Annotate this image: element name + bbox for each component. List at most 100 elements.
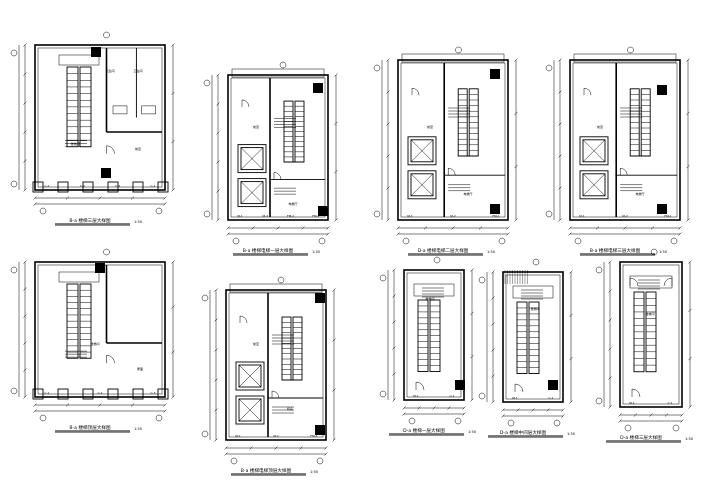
plan-scale: 1:50 <box>312 250 321 254</box>
elevator-shaft <box>579 170 609 200</box>
dim-tick <box>491 270 495 274</box>
grid-bubble <box>39 207 47 215</box>
elevator-shaft <box>407 170 437 200</box>
dim-tick <box>23 72 27 76</box>
elevator-cross <box>582 139 606 162</box>
dim-tick <box>618 413 622 417</box>
dim-tick <box>501 414 505 418</box>
dim-tick <box>163 409 167 413</box>
dim-tick <box>686 111 690 116</box>
room-label: 楼梯间 <box>70 141 79 146</box>
grid-bubble <box>545 64 553 72</box>
column <box>313 83 323 93</box>
plan-title: D-a 楼梯中间层大样图 <box>500 429 547 436</box>
elevator-car <box>410 139 434 163</box>
dim-tick <box>171 139 175 144</box>
dim-tick <box>608 405 612 409</box>
dim-tick <box>558 122 562 126</box>
door-swing <box>271 390 280 399</box>
dim-tick <box>214 438 218 442</box>
dim-tick <box>33 196 37 200</box>
grid-bubble <box>455 46 462 54</box>
opening-tag: C-2 <box>97 391 102 395</box>
opening-tag: M-1 <box>413 394 419 398</box>
dim-tick <box>447 406 451 410</box>
window-pier <box>57 388 69 400</box>
dim-tick <box>23 188 27 192</box>
window-pier <box>32 388 44 400</box>
dim-tick <box>224 446 228 450</box>
dim-tick <box>216 131 220 135</box>
opening-tag: M-1 <box>235 434 241 438</box>
dim-tick <box>514 58 518 62</box>
dim-tick <box>608 347 612 351</box>
dim-tick <box>171 188 175 192</box>
grid-bubble <box>574 237 582 245</box>
outer-wall <box>502 271 564 403</box>
inner-wall <box>406 272 462 398</box>
column <box>315 293 325 303</box>
plan-scale: 1:50 <box>685 437 694 441</box>
grid-bubble <box>532 258 540 266</box>
dim-tick <box>561 408 565 412</box>
dim-tick <box>686 218 690 222</box>
dim-tick <box>334 73 338 77</box>
outer-wall <box>34 44 166 191</box>
door-swing <box>411 87 420 96</box>
plan-title: B-a 楼梯电梯一层大样图 <box>243 247 294 254</box>
dim-tick <box>506 226 510 230</box>
dim-tick <box>163 196 167 200</box>
grid-bubble <box>230 457 238 465</box>
grid-bubble <box>10 180 18 188</box>
dim-tick <box>171 350 175 354</box>
elevator-cross <box>240 181 264 204</box>
opening-tag: C-1 <box>150 184 155 188</box>
elevator-shaft <box>235 361 265 391</box>
top-wall-band <box>573 53 677 63</box>
opening-tag: C-1 <box>44 184 49 188</box>
dim-tick <box>332 288 336 292</box>
column <box>490 69 500 79</box>
top-wall-band <box>229 283 323 293</box>
outer-wall <box>225 289 327 441</box>
plan-title: B-a 楼梯顶层大样图 <box>69 424 111 431</box>
plan-scale: 1:50 <box>310 470 319 474</box>
dim-tick <box>491 322 495 326</box>
dim-tick <box>274 446 278 450</box>
dim-tick <box>332 338 336 342</box>
dim-tick <box>163 403 167 407</box>
grid-bubble <box>103 31 110 39</box>
dim-tick <box>531 408 535 412</box>
elevator-shaft <box>235 395 265 425</box>
top-wall-band <box>231 68 325 78</box>
door-swing <box>273 172 282 180</box>
opening-tag: FM-1 <box>310 434 317 438</box>
opening-tag: M-1 <box>579 214 585 218</box>
elevator-cross <box>238 364 262 388</box>
grid-bubble <box>670 237 678 245</box>
room-label: 电梯厅 <box>463 191 472 196</box>
grid-bubble <box>433 256 441 264</box>
elevator-shaft <box>579 136 609 166</box>
dim-tick <box>216 73 220 77</box>
dim-tick <box>224 452 228 456</box>
dim-tick <box>324 446 328 450</box>
window-pier <box>157 388 169 400</box>
dim-tick <box>569 270 573 274</box>
dim-tick <box>688 356 692 361</box>
grid-bubble <box>10 266 18 274</box>
opening-tag: M-1 <box>629 401 635 405</box>
dim-tick <box>249 446 253 450</box>
room-label: 卫生间 <box>105 68 114 73</box>
grid-bubble <box>316 457 324 465</box>
grid-bubble <box>595 266 603 274</box>
elevator-cross <box>238 398 262 422</box>
dim-tick <box>633 413 638 417</box>
dim-tick <box>23 287 27 291</box>
opening-tag: C-1 <box>548 396 553 400</box>
dim-tick <box>65 196 70 200</box>
plan-scale: 1:50 <box>134 427 143 431</box>
elevator-cross <box>582 173 606 196</box>
